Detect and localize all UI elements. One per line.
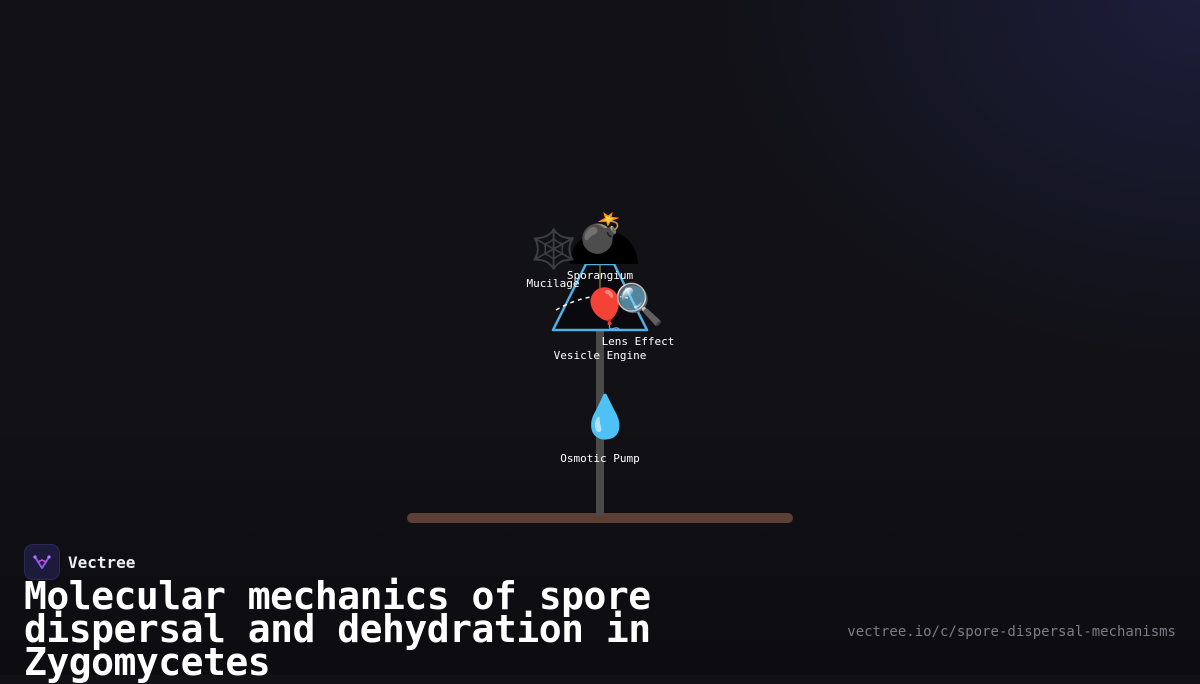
label-vesicle-engine: Vesicle Engine [554, 349, 647, 362]
brand-name: Vectree [68, 552, 136, 572]
osmotic-droplet-icon: 💧 [579, 392, 632, 441]
brand: Vectree [24, 544, 135, 580]
label-osmotic-pump: Osmotic Pump [560, 452, 639, 465]
page-title: Molecular mechanics of spore dispersal a… [24, 574, 651, 684]
mucilage-icon: 🕸️ [530, 227, 578, 271]
label-mucilage: Mucilage [527, 277, 580, 290]
sporangiophore-stalk [596, 325, 604, 515]
label-sporangium: Sporangium [567, 269, 634, 282]
source-url[interactable]: vectree.io/c/spore-dispersal-mechanisms [847, 624, 1176, 640]
sporangium-cap [570, 230, 638, 264]
dashed-trajectory [555, 295, 629, 311]
vectree-logo-icon [24, 544, 60, 580]
label-lens-effect: Lens Effect [602, 335, 675, 348]
substrate-bar [407, 513, 793, 523]
sporangium-bomb-icon: 💣 [577, 211, 625, 255]
lens-magnifier-icon: 🔍 [614, 282, 664, 328]
vesicle-balloon-icon: 🎈 [580, 287, 630, 333]
